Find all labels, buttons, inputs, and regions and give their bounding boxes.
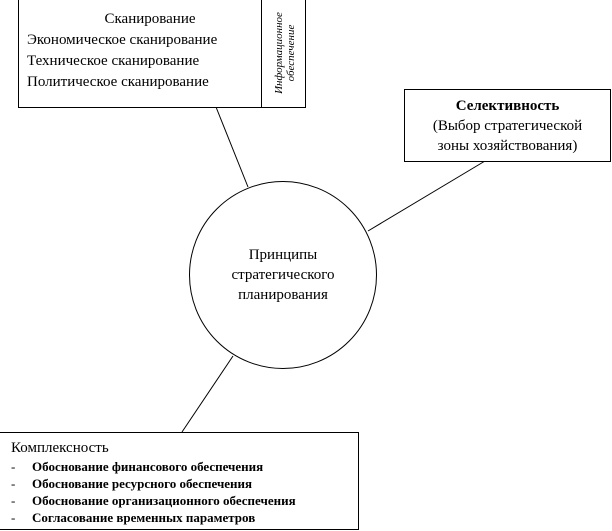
selectivity-line: (Выбор стратегической <box>432 118 583 134</box>
bullet: - <box>11 459 16 474</box>
side-label-line: обеспечение <box>284 24 297 82</box>
complexity-list: - Обоснование финансового обеспечения - Об… <box>11 458 358 526</box>
scanning-item: Экономическое сканирование <box>27 32 218 48</box>
scanning-item: Политическое сканирование <box>27 74 209 90</box>
bullet: - <box>11 510 16 525</box>
complexity-item: - Согласование временных параметров <box>11 509 358 526</box>
scanning-list: Сканирование Экономическое сканирование … <box>19 0 262 107</box>
complexity-item: - Обоснование ресурсного обеспечения <box>11 475 358 492</box>
bullet: - <box>11 476 16 491</box>
bullet: - <box>11 493 16 508</box>
complexity-item-text: Обоснование финансового обеспечения <box>32 459 264 474</box>
complexity-item: - Обоснование организационного обеспечени… <box>11 492 358 509</box>
complexity-title: Комплексность <box>11 440 109 456</box>
complexity-item-text: Обоснование организационного обеспечения <box>32 493 296 508</box>
center-line: Принципы <box>248 247 318 263</box>
scanning-item: Техническое сканирование <box>27 53 200 69</box>
center-circle: Принципы стратегического планирования <box>189 181 377 369</box>
center-line: стратегического <box>231 267 335 283</box>
complexity-item-text: Согласование временных параметров <box>32 510 256 525</box>
scanning-title: Сканирование <box>104 11 196 27</box>
selectivity-title: Селективность <box>455 98 560 114</box>
connector-complexity <box>181 355 234 433</box>
selectivity-line: зоны хозяйствования) <box>437 138 578 154</box>
side-label-line: Информационное <box>272 12 285 94</box>
complexity-box: Комплексность - Обоснование финансового о… <box>0 432 359 530</box>
complexity-item-text: Обоснование ресурсного обеспечения <box>32 476 253 491</box>
connector-scanning <box>215 106 249 188</box>
complexity-item: - Обоснование финансового обеспечения <box>11 458 358 475</box>
selectivity-box: Селективность (Выбор стратегической зоны… <box>404 89 611 162</box>
connector-selectivity <box>367 160 486 232</box>
scanning-box: Сканирование Экономическое сканирование … <box>18 0 306 108</box>
center-line: планирования <box>238 287 328 303</box>
